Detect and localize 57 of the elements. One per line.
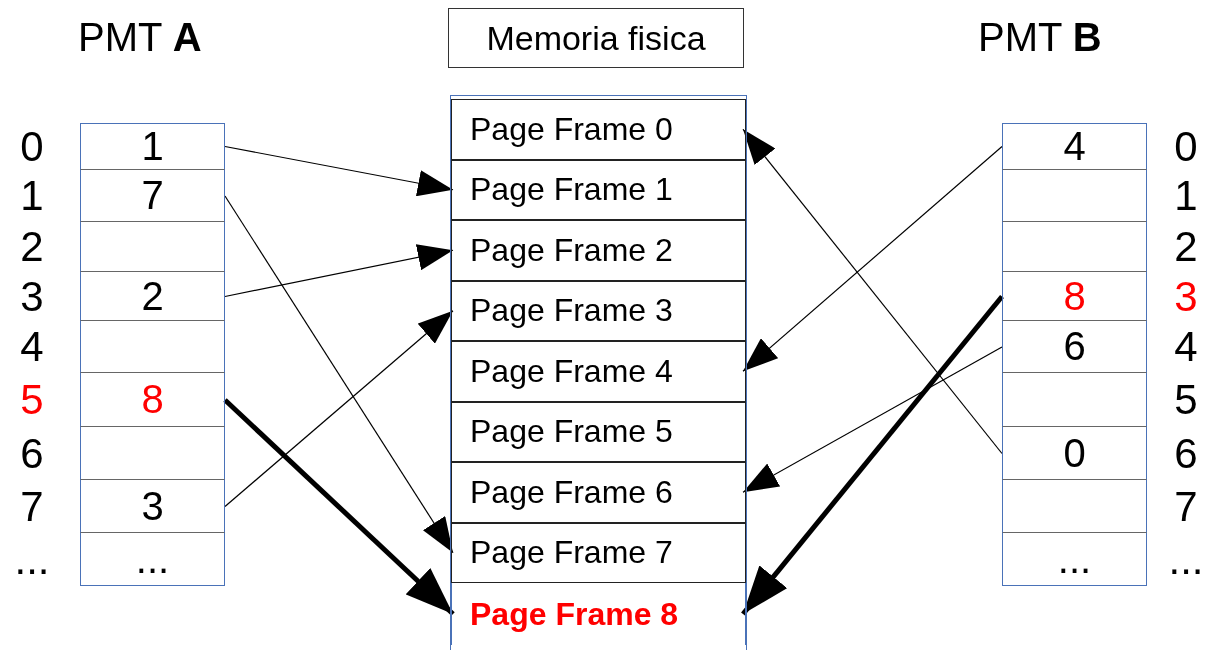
table-title: PMT A	[78, 15, 202, 60]
memory-frame: Page Frame 4	[451, 341, 746, 402]
row-index: 5	[19, 375, 45, 425]
row-index: 0	[19, 123, 45, 170]
row-index: 2	[1173, 222, 1199, 272]
table-cell	[1002, 222, 1147, 272]
row-index: 7	[19, 481, 45, 532]
row-index: 1	[1173, 171, 1199, 221]
table-cell: 6	[1002, 321, 1147, 373]
row-index: 3	[1173, 272, 1199, 321]
row-index: 1	[19, 171, 45, 221]
arrow	[742, 346, 1003, 493]
table-cell: 8	[80, 373, 225, 427]
arrow	[223, 398, 455, 616]
row-index: ...	[13, 534, 51, 585]
arrow	[224, 145, 454, 197]
row-index: 3	[19, 272, 45, 321]
row-index: 7	[1173, 481, 1199, 532]
table-title: PMT B	[978, 15, 1102, 60]
table-cell	[80, 321, 225, 373]
table-cell: 3	[80, 480, 225, 533]
arrow	[741, 294, 1004, 616]
table-cell: 0	[1002, 427, 1147, 480]
row-index: 2	[19, 222, 45, 272]
memory-frame: Page Frame 0	[451, 99, 746, 160]
memory-frame: Page Frame 8	[451, 583, 746, 645]
arrow	[224, 310, 454, 508]
memory-frame: Page Frame 3	[451, 280, 746, 341]
table-cell: ...	[80, 533, 225, 586]
memory-frame: Page Frame 2	[451, 220, 746, 281]
memory-frame: Page Frame 1	[451, 159, 746, 220]
table-cell: ...	[1002, 533, 1147, 586]
row-index: 6	[19, 428, 45, 479]
table-cell	[1002, 480, 1147, 533]
arrow	[224, 195, 454, 554]
memory-frame: Page Frame 5	[451, 401, 746, 462]
memory-frame: Page Frame 6	[451, 462, 746, 523]
arrow	[742, 128, 1003, 455]
table-cell	[1002, 373, 1147, 427]
arrow	[224, 244, 454, 298]
row-index: ...	[1167, 534, 1205, 585]
row-index: 6	[1173, 428, 1199, 479]
heading-box: Memoria fisica	[448, 8, 744, 68]
memory-frame: Page Frame 7	[451, 522, 746, 583]
table-cell: 4	[1002, 123, 1147, 170]
arrow	[742, 145, 1003, 372]
table-cell: 2	[80, 272, 225, 321]
table-cell	[80, 222, 225, 272]
row-index: 0	[1173, 123, 1199, 170]
table-cell: 1	[80, 123, 225, 170]
table-cell: 8	[1002, 272, 1147, 321]
table-cell: 7	[80, 170, 225, 222]
row-index: 4	[19, 322, 45, 372]
table-cell	[80, 427, 225, 480]
table-cell	[1002, 170, 1147, 222]
row-index: 5	[1173, 375, 1199, 425]
row-index: 4	[1173, 322, 1199, 372]
